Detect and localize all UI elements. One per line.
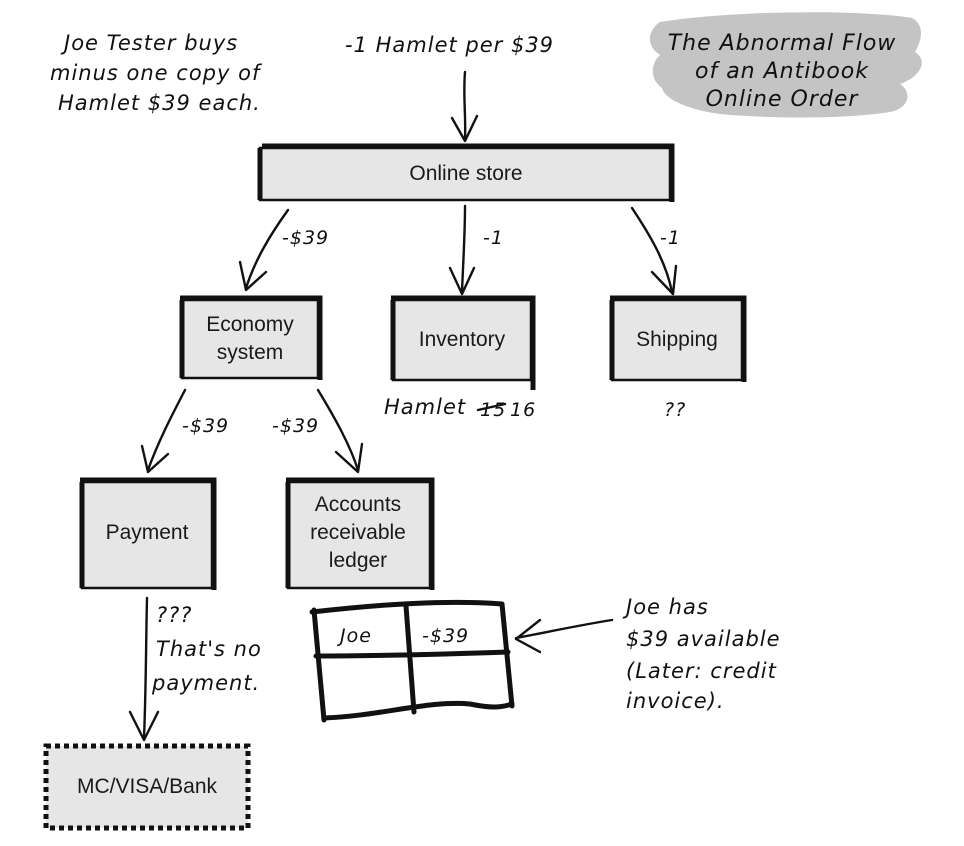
order-arrowhead — [450, 114, 479, 143]
bank-label: MC/VISA/Bank — [77, 775, 218, 798]
ledger-note-line-2: $39 available — [626, 627, 781, 651]
arrowhead-store-shipping — [650, 264, 678, 296]
arrowhead-store-inventory — [448, 266, 476, 296]
shipping-box: Shipping — [609, 295, 747, 382]
online-store-box: Online store — [257, 143, 675, 202]
ledger-label-line-1: Accounts — [315, 493, 401, 516]
title-line-2: of an Antibook — [695, 59, 869, 84]
ledger-note: Joe has $39 available (Later: credit inv… — [622, 595, 781, 713]
arrow-economy-payment — [146, 388, 187, 472]
ledger-table-name: Joe — [336, 625, 372, 647]
ledger-table: Joe -$39 — [309, 599, 515, 723]
ledger-table-amount: -$39 — [422, 625, 469, 647]
label-store-economy: -$39 — [282, 227, 329, 249]
intro-line-1: Joe Tester buys — [60, 31, 238, 55]
ledger-table-right — [499, 601, 515, 709]
shipping-label: Shipping — [636, 328, 718, 351]
inventory-note: Hamlet 15 16 — [384, 395, 536, 421]
ledger-box: Accounts receivable ledger — [285, 477, 435, 590]
shipping-note: ?? — [664, 399, 686, 421]
payment-box: Payment — [79, 477, 217, 590]
arrow-economy-ledger — [316, 388, 360, 472]
title-blob — [649, 12, 922, 118]
label-economy-ledger: -$39 — [272, 415, 319, 437]
ledger-table-bottom — [321, 700, 515, 721]
ledger-note-line-4: invoice). — [626, 689, 725, 713]
payment-note-line-2: That's no — [156, 637, 262, 661]
intro-note: Joe Tester buys minus one copy of Hamlet… — [50, 31, 263, 115]
ledger-table-divider — [403, 603, 417, 715]
inventory-label: Inventory — [419, 328, 506, 351]
payment-note-line-3: payment. — [151, 671, 260, 695]
economy-label-line-1: Economy — [206, 313, 294, 336]
label-store-inventory: -1 — [483, 227, 504, 249]
label-economy-payment: -$39 — [182, 415, 229, 437]
bank-box: MC/VISA/Bank — [43, 743, 251, 831]
arrowhead-ledger-note — [514, 618, 542, 654]
ledger-label-line-3: ledger — [329, 549, 387, 572]
ledger-table-row-line — [313, 649, 511, 659]
arrow-ledger-note — [514, 618, 614, 640]
arrowhead-economy-ledger — [334, 442, 364, 474]
payment-note: ??? That's no payment. — [151, 603, 262, 695]
economy-label-line-2: system — [217, 341, 284, 364]
order-arrow — [463, 70, 467, 142]
arrowhead-payment-bank — [128, 710, 160, 742]
title-group: The Abnormal Flow of an Antibook Online … — [649, 12, 922, 118]
inventory-note-old-count: 15 — [480, 399, 506, 421]
ledger-table-top — [309, 599, 505, 615]
ledger-label-line-2: receivable — [310, 521, 406, 544]
label-store-shipping: -1 — [660, 227, 681, 249]
ledger-note-line-1: Joe has — [622, 595, 709, 619]
arrow-payment-bank — [142, 596, 149, 740]
arrow-store-economy — [244, 208, 290, 290]
payment-label: Payment — [106, 521, 189, 544]
inventory-box: Inventory — [390, 295, 536, 390]
intro-line-3: Hamlet $39 each. — [58, 91, 261, 115]
payment-note-line-1: ??? — [156, 603, 192, 627]
arrow-store-shipping — [630, 206, 674, 294]
arrowhead-economy-payment — [140, 444, 170, 474]
intro-line-2: minus one copy of — [50, 61, 263, 85]
title-line-3: Online Order — [706, 87, 860, 112]
arrow-store-inventory — [460, 204, 467, 294]
inventory-note-new-count: 16 — [510, 399, 536, 421]
inventory-note-strike — [476, 402, 507, 412]
arrowhead-store-economy — [238, 260, 268, 292]
ledger-table-left — [311, 607, 327, 723]
title-line-1: The Abnormal Flow — [668, 31, 897, 56]
economy-system-box: Economy system — [179, 295, 323, 380]
ledger-note-line-3: (Later: credit — [626, 659, 777, 683]
order-label: -1 Hamlet per $39 — [345, 33, 554, 57]
online-store-label: Online store — [409, 162, 522, 185]
inventory-note-item: Hamlet — [384, 395, 466, 419]
